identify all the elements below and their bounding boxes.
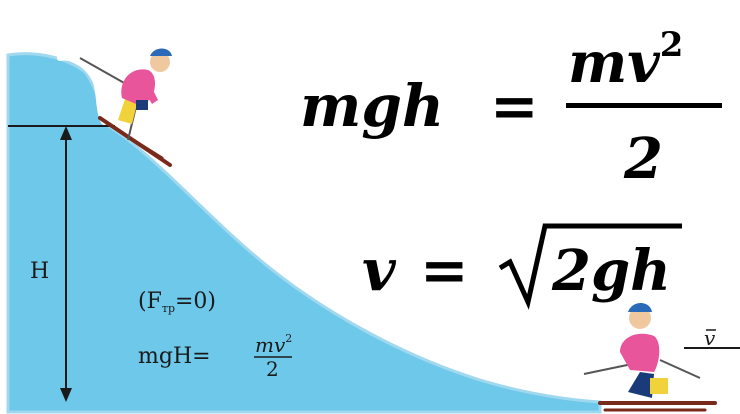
slope-surface xyxy=(6,52,602,414)
formula1-lhs: mgh xyxy=(300,72,444,140)
formula1-denominator: 2 xyxy=(623,126,663,192)
formula1-equals: = xyxy=(490,72,539,140)
friction-note: (Fтр=0) xyxy=(138,289,216,315)
formula2-radicand: 2gh xyxy=(551,238,671,304)
height-label: H xyxy=(30,259,49,284)
formula1-numerator: mv2 xyxy=(568,25,683,96)
formula2-lhs: v xyxy=(362,236,397,304)
formula2-radical-sign xyxy=(498,223,682,310)
height-arrow-head-bottom xyxy=(60,388,72,402)
height-arrow-head-top xyxy=(60,126,72,140)
snow-crest xyxy=(57,54,107,125)
formula2-equals: = xyxy=(420,236,469,304)
small-equation-lhs: mgH= xyxy=(138,344,211,369)
formula1-fraction-bar xyxy=(566,103,722,108)
small-equation-numerator: mv2 xyxy=(255,332,292,357)
small-equation-denominator: 2 xyxy=(266,357,279,381)
skier-bottom xyxy=(583,303,717,412)
velocity-label: v xyxy=(704,326,716,350)
skier-top xyxy=(79,48,172,167)
